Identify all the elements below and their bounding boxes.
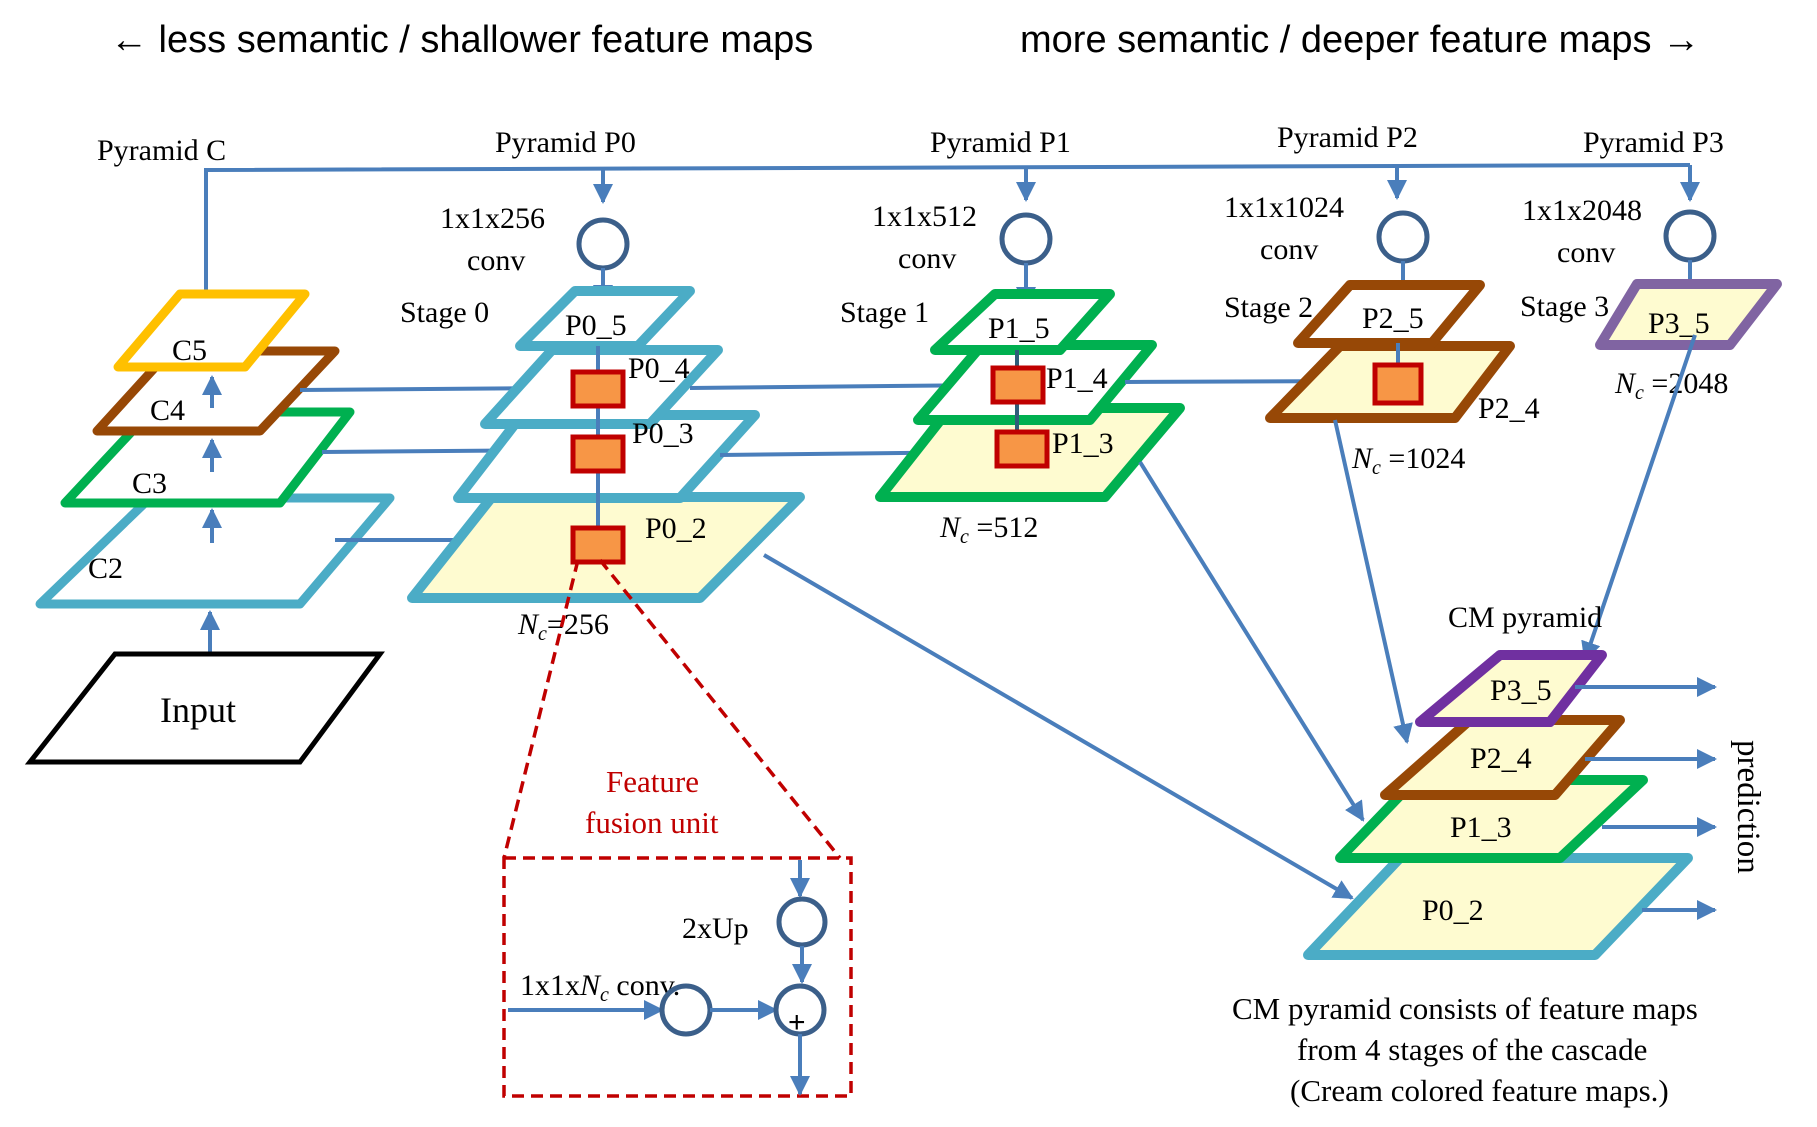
p3-conv-label-line1: 1x1x2048 (1522, 194, 1642, 227)
p3-nc-label: Nc =2048 (1614, 367, 1728, 404)
p0-4-label: P0_4 (628, 352, 690, 385)
c5-label: C5 (172, 334, 207, 367)
cm-p1-3-label: P1_3 (1450, 811, 1512, 844)
stage-0-label: Stage 0 (400, 296, 489, 329)
p3-conv-node[interactable] (1663, 209, 1717, 263)
edge-p2-4-to-cm (1333, 419, 1413, 744)
feature-map-c5[interactable] (113, 289, 310, 372)
p1-4-label: P1_4 (1046, 362, 1108, 395)
top-distribution-line (204, 163, 1700, 327)
fusion-unit-box (502, 856, 853, 1098)
feature-map-c2[interactable] (35, 493, 395, 609)
p0-3-fusion-node[interactable] (570, 434, 626, 474)
p1-5-label: P1_5 (988, 312, 1050, 345)
cm-caption-line1: CM pyramid consists of feature maps (1232, 991, 1698, 1026)
p0-2-label: P0_2 (645, 512, 707, 545)
p2-5-label: P2_5 (1362, 302, 1424, 335)
p2-conv-label-line2: conv (1260, 233, 1318, 266)
pyramid-p2-title: Pyramid P2 (1277, 121, 1418, 154)
input-label: Input (160, 690, 236, 730)
feature-map-p1-5[interactable] (930, 289, 1115, 355)
p2-4-fusion-node[interactable] (1372, 362, 1424, 406)
stage-2-label: Stage 2 (1224, 291, 1313, 324)
p0-conv-label-line1: 1x1x256 (440, 202, 545, 235)
fusion-title-line1: Feature (606, 764, 699, 799)
p0-conv-node[interactable] (576, 217, 630, 271)
p0-conv-label-line2: conv (467, 244, 525, 277)
p1-nc-label: Nc =512 (939, 511, 1038, 548)
fusion-title-line2: fusion unit (585, 805, 719, 840)
p3-conv-label-line2: conv (1557, 236, 1615, 269)
p0-nc-label: Nc=256 (517, 608, 609, 645)
c2-label: C2 (88, 552, 123, 585)
p1-3-label: P1_3 (1052, 427, 1114, 460)
p2-conv-node[interactable] (1376, 210, 1430, 264)
pyramid-p3-title: Pyramid P3 (1583, 126, 1724, 159)
header-right-label: more semantic / deeper feature maps → (1020, 19, 1700, 61)
prediction-label: prediction (1730, 740, 1766, 874)
feature-fusion-unit: Feature fusion unit 2xUp 1x1xNc conv. + (502, 558, 853, 1098)
cm-feature-map-p3-5[interactable] (1415, 650, 1607, 727)
cm-p3-5-label: P3_5 (1490, 674, 1552, 707)
header-left-label: ← less semantic / shallower feature maps (110, 19, 813, 61)
edge-p1-3-to-cm (1138, 460, 1365, 822)
upsample-label: 2xUp (682, 912, 749, 945)
fusion-conv-label: 1x1xNc conv. (520, 969, 680, 1006)
p2-nc-label: Nc =1024 (1351, 442, 1465, 479)
p0-4-fusion-node[interactable] (570, 369, 626, 409)
p0-5-label: P0_5 (565, 309, 627, 342)
pyramid-p3: Pyramid P3 1x1x2048 conv Stage 3 P3_5 Nc… (1520, 126, 1782, 404)
cm-caption-line3: (Cream colored feature maps.) (1290, 1073, 1669, 1108)
feature-map-p0-5[interactable] (515, 286, 695, 351)
cm-feature-map-p0-2[interactable] (1303, 853, 1693, 960)
pyramid-p1: Pyramid P1 1x1x512 conv Stage 1 P1_5 P1_… (840, 126, 1185, 548)
feature-map-p2-5[interactable] (1293, 280, 1485, 348)
p3-5-label: P3_5 (1648, 307, 1710, 340)
cm-pyramid: CM pyramid P3_5 P2_4 P1_3 P0_2 predictio… (1232, 601, 1766, 1108)
cm-p2-4-label: P2_4 (1470, 742, 1532, 775)
c4-label: C4 (150, 394, 185, 427)
pyramid-p0-title: Pyramid P0 (495, 126, 636, 159)
upsample-node[interactable] (776, 896, 828, 948)
lateral-conv-node[interactable] (659, 983, 713, 1037)
cm-input-edges (762, 334, 1697, 900)
pyramid-p1-title: Pyramid P1 (930, 126, 1071, 159)
sum-symbol: + (788, 1006, 806, 1039)
stage-3-label: Stage 3 (1520, 290, 1609, 323)
input-image[interactable] (24, 651, 385, 765)
pyramid-c: Pyramid C C5 C4 C3 C2 Input (24, 134, 395, 765)
pyramid-c-title: Pyramid C (97, 134, 226, 167)
edge-p3-5-to-cm (1581, 334, 1697, 662)
p1-3-fusion-node[interactable] (994, 429, 1050, 469)
p1-conv-label-line2: conv (898, 242, 956, 275)
cm-feature-map-p2-4[interactable] (1380, 715, 1625, 800)
p0-3-label: P0_3 (632, 417, 694, 450)
pyramid-p0: Pyramid P0 1x1x256 conv Stage 0 P0_5 P0_… (400, 126, 805, 645)
p1-conv-label-line1: 1x1x512 (872, 200, 977, 233)
c3-label: C3 (132, 467, 167, 500)
feature-map-p3-5[interactable] (1595, 279, 1782, 350)
stage-1-label: Stage 1 (840, 296, 929, 329)
pyramid-p2: Pyramid P2 1x1x1024 conv Stage 2 P2_5 P2… (1224, 121, 1540, 479)
p1-conv-node[interactable] (999, 212, 1053, 266)
cm-caption-line2: from 4 stages of the cascade (1297, 1032, 1647, 1067)
p2-4-label: P2_4 (1478, 392, 1540, 425)
p0-2-fusion-node[interactable] (570, 525, 626, 565)
cm-pyramid-title: CM pyramid (1448, 601, 1602, 634)
edge-p0-2-to-cm (762, 553, 1354, 900)
cm-p0-2-label: P0_2 (1422, 894, 1484, 927)
p1-4-fusion-node[interactable] (990, 365, 1046, 405)
p2-conv-label-line1: 1x1x1024 (1224, 191, 1344, 224)
